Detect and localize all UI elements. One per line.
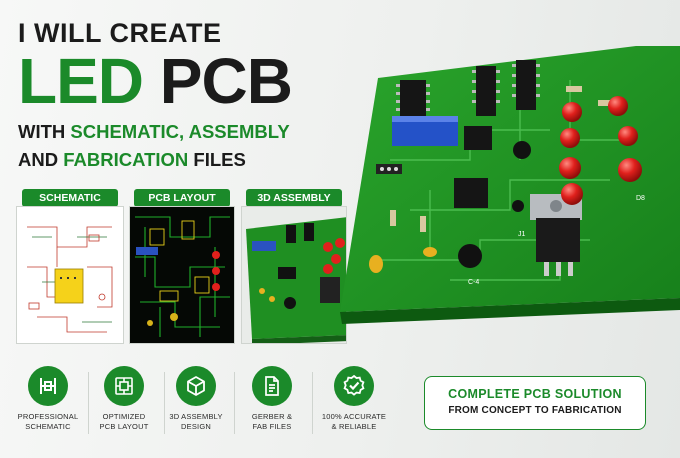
feature-accurate-reliable: 100% ACCURATE& RELIABLE: [318, 366, 390, 432]
headline-line3: WITH SCHEMATIC, ASSEMBLY: [18, 118, 368, 146]
cta-title: COMPLETE PCB SOLUTION: [448, 387, 622, 401]
feature-2-line2: PCB LAYOUT: [99, 422, 149, 431]
chip-layout-icon: [104, 366, 144, 406]
ceramic-cap-1: [369, 255, 383, 273]
headline-line2: LED PCB: [18, 48, 368, 114]
pin-header: [376, 164, 402, 174]
cta-subtitle: FROM CONCEPT TO FABRICATION: [448, 405, 622, 416]
headline-line4-prefix: AND: [18, 149, 64, 170]
pcb-board-edge: [340, 298, 680, 324]
feature-gerber-fab-files: GERBER &FAB FILES: [236, 366, 308, 432]
panel-label-pcb-layout: PCB LAYOUT: [134, 189, 230, 207]
capacitor-c1: [513, 141, 531, 159]
headline-line3-prefix: WITH: [18, 121, 71, 142]
3d-assembly-panel: [241, 206, 347, 344]
panel-label-schematic: SCHEMATIC: [22, 189, 118, 207]
cta-box: COMPLETE PCB SOLUTION FROM CONCEPT TO FA…: [424, 376, 646, 430]
headline-line4-suffix: FILES: [188, 149, 246, 170]
headline-pcb: PCB: [159, 45, 293, 117]
feature-3-line2: DESIGN: [181, 422, 211, 431]
headline-line1: I WILL CREATE: [18, 18, 222, 48]
pcb-layout-panel: [129, 206, 235, 344]
label-d8: D8: [636, 195, 645, 202]
capacitor-c4: [458, 244, 482, 268]
feature-5-line1: 100% ACCURATE: [321, 412, 387, 421]
pcb-board-svg: J1 C-4 D8: [340, 46, 680, 324]
label-c4: C-4: [468, 279, 479, 286]
ic-u3: [512, 60, 540, 110]
feature-3-line1: 3D ASSEMBLY: [169, 412, 223, 421]
capacitor-c2: [512, 200, 524, 212]
headline: I WILL CREATE LED PCB WITH SCHEMATIC, AS…: [18, 18, 368, 174]
schematic-drawing: [27, 226, 113, 333]
headline-line3-green: SCHEMATIC, ASSEMBLY: [70, 121, 290, 142]
document-icon: [252, 366, 292, 406]
pcb-layout-drawing: [135, 216, 230, 337]
schematic-panel: [16, 206, 124, 344]
divider: [164, 372, 165, 434]
pcb-3d-render: J1 C-4 D8: [330, 40, 680, 350]
voltage-regulator: [530, 194, 582, 276]
red-leds: [559, 96, 642, 205]
headline-led: LED: [18, 45, 144, 117]
divider: [234, 372, 235, 434]
cube-icon: [176, 366, 216, 406]
ic-u1: [396, 80, 430, 116]
ic-u4: [464, 126, 492, 150]
check-badge-icon: [334, 366, 374, 406]
3d-assembly-drawing: [246, 217, 346, 343]
feature-4-line2: FAB FILES: [252, 422, 292, 431]
feature-5-line2: & RELIABLE: [331, 422, 377, 431]
divider: [312, 372, 313, 434]
ic-u5: [454, 178, 488, 208]
ic-u2: [472, 66, 500, 116]
headline-line4-green: FABRICATION: [63, 149, 189, 170]
divider: [88, 372, 89, 434]
feature-1-line1: PROFESSIONAL: [17, 412, 79, 421]
resistors: [390, 86, 614, 232]
headline-line4: AND FABRICATION FILES: [18, 146, 368, 174]
panel-label-3d-assembly: 3D ASSEMBLY: [246, 189, 342, 207]
feature-2-line1: OPTIMIZED: [102, 412, 146, 421]
blue-trimmer: [392, 120, 458, 146]
label-j1: J1: [518, 231, 526, 238]
feature-4-line1: GERBER &: [251, 412, 293, 421]
schematic-icon: [28, 366, 68, 406]
feature-1-line2: SCHEMATIC: [25, 422, 71, 431]
ceramic-cap-2: [423, 247, 437, 257]
